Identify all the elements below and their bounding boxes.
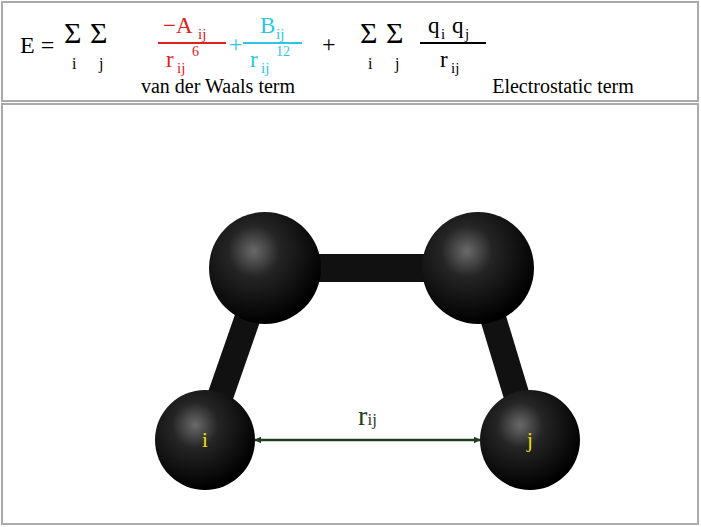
atom-sphere [480, 390, 580, 490]
formula-symbol: + [322, 32, 336, 56]
formula-symbol: −A [163, 14, 193, 37]
formula-symbol: r [250, 48, 258, 71]
formula-symbol: Σ [64, 18, 81, 48]
term-label: Electrostatic term [492, 76, 634, 96]
atom-sphere [209, 212, 321, 324]
distance-arrow [255, 439, 480, 442]
formula-symbol: j [465, 27, 469, 42]
formula-symbol: i [441, 27, 445, 42]
formula-symbol: ij [261, 61, 269, 76]
formula-symbol: q [428, 14, 440, 37]
formula-symbol: E = [20, 33, 54, 57]
fraction-bar [420, 42, 486, 44]
atom-node: j [480, 390, 580, 490]
formula-symbol: Σ [90, 18, 107, 48]
atom-sphere [422, 212, 534, 324]
formula-symbol: ij [451, 61, 459, 76]
atom-sphere [155, 390, 255, 490]
molecule-panel [2, 104, 698, 524]
formula-symbol: q [452, 14, 464, 37]
distance-label: rij [356, 402, 379, 430]
fraction-bar [243, 42, 302, 44]
formula-symbol: r [440, 48, 448, 71]
formula-panel [2, 2, 698, 101]
formula-symbol: r [166, 48, 174, 71]
atom-label: j [527, 430, 533, 451]
formula-symbol: Σ [360, 18, 377, 48]
formula-symbol: i [368, 56, 372, 72]
formula-symbol: i [72, 56, 76, 72]
atom-label: i [202, 430, 208, 451]
term-label: van der Waals term [141, 76, 295, 96]
formula-symbol: j [99, 56, 103, 72]
formula-symbol: Σ [386, 18, 403, 48]
formula-symbol: 6 [192, 45, 199, 59]
formula-symbol: j [395, 56, 399, 72]
fraction-bar [158, 42, 226, 44]
formula-symbol: ij [276, 27, 284, 42]
formula-symbol: B [260, 14, 275, 37]
formula-symbol: ij [198, 27, 206, 42]
formula-symbol: ij [177, 61, 185, 76]
atom-node: i [155, 390, 255, 490]
formula-symbol: 12 [276, 45, 290, 59]
formula-symbol: + [229, 32, 243, 56]
